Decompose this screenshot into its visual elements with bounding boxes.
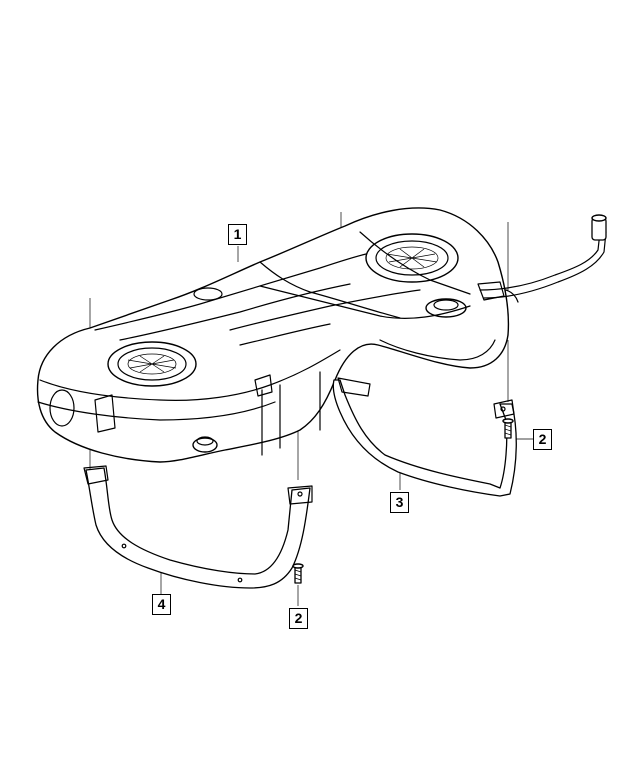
callout-fuel-tank: 1 [228, 224, 247, 245]
fuel-tank [36, 207, 510, 463]
bolt-front [292, 563, 304, 584]
callout-bolt-front: 2 [289, 608, 308, 629]
callout-bolt-rear: 2 [533, 429, 552, 450]
callout-strap-front: 4 [152, 594, 171, 615]
fill-tube [259, 214, 607, 319]
strap-3 [332, 377, 517, 497]
bolt-rear [502, 418, 514, 439]
strap-4 [83, 465, 313, 589]
callout-strap-rear: 3 [390, 492, 409, 513]
